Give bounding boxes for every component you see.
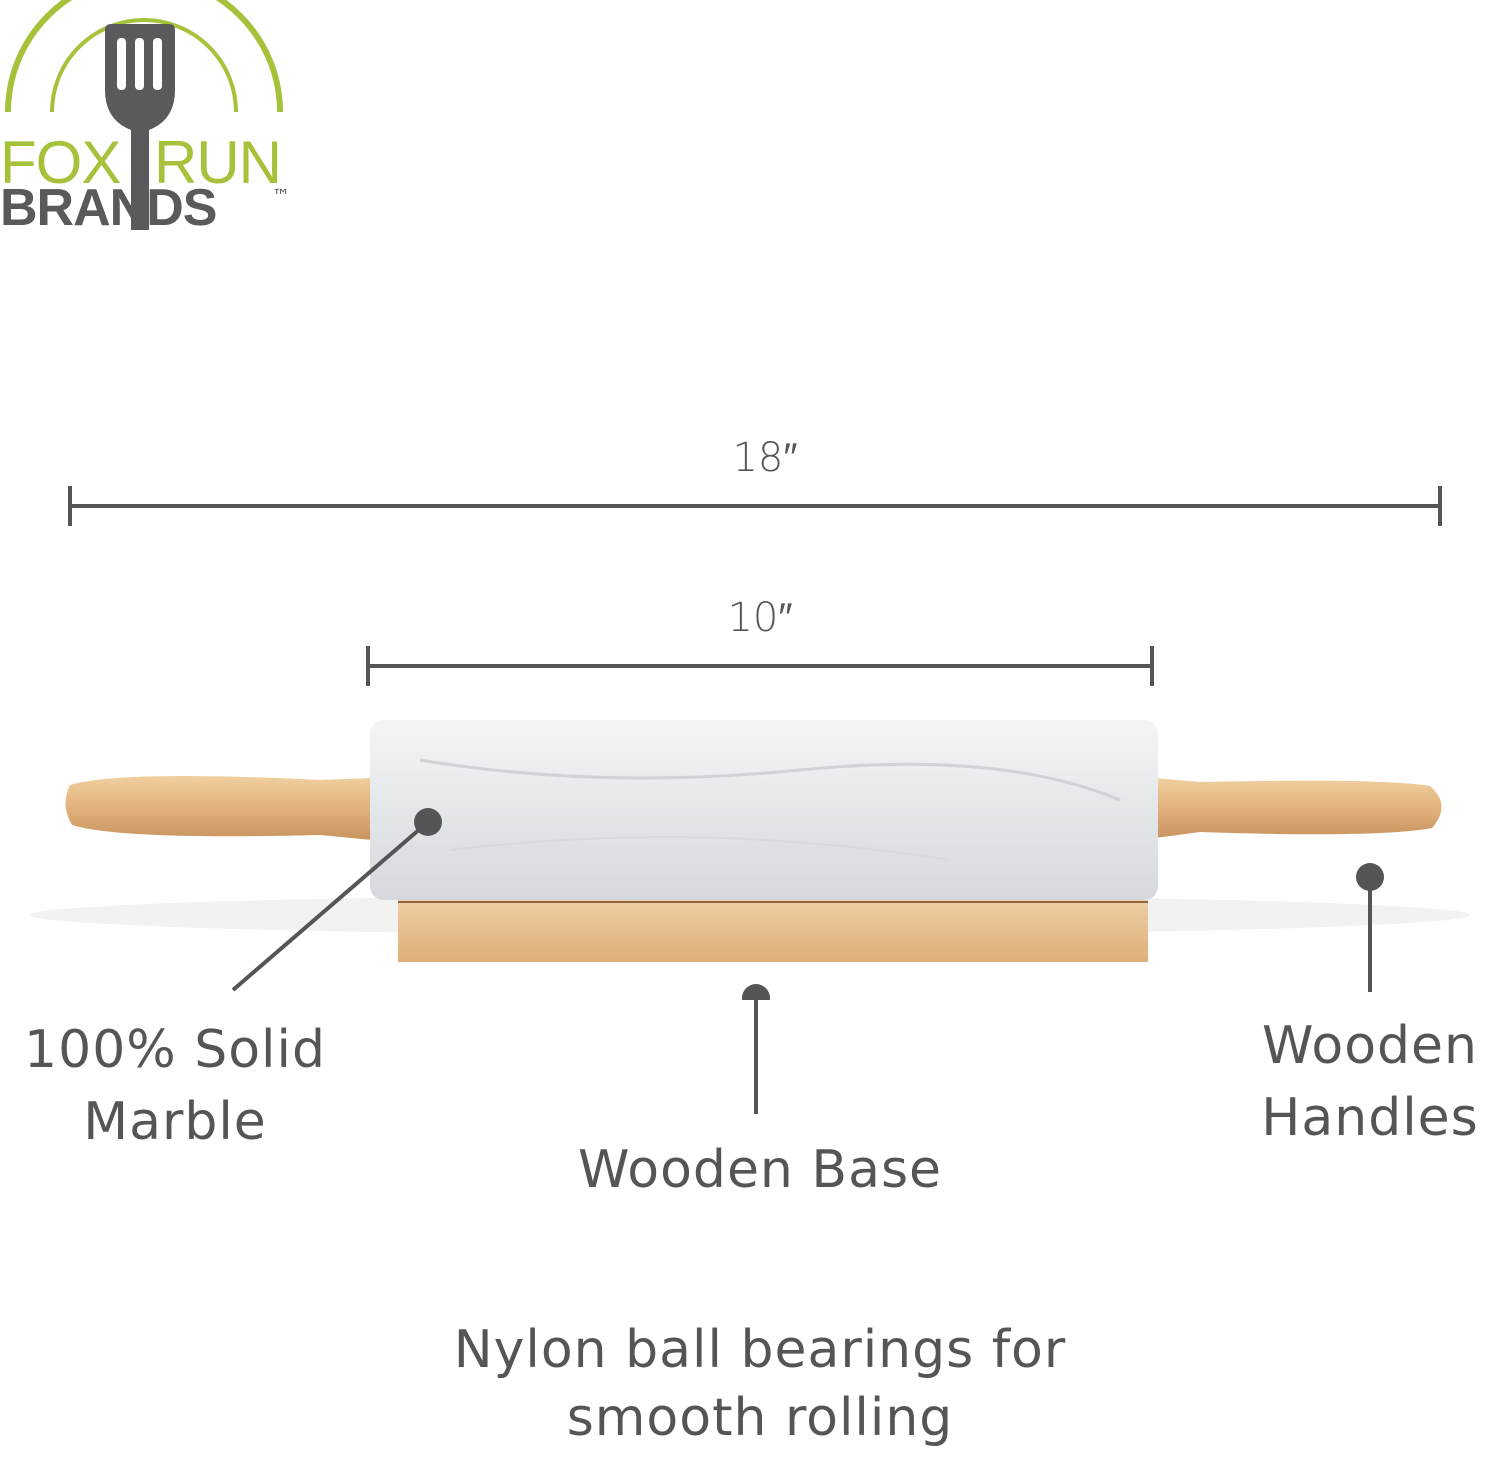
marble-callout-line1: 100% Solid — [24, 1020, 326, 1080]
right-handle — [1155, 778, 1442, 838]
handles-callout: Wooden Handles — [1230, 1010, 1500, 1154]
barrel-length-dimension-line — [366, 646, 1154, 686]
logo-text-run: RUN — [154, 129, 282, 196]
logo-text-brands: BRANDS — [0, 179, 217, 237]
marble-callout-line2: Marble — [83, 1092, 267, 1152]
rolling-pin-illustration — [30, 720, 1470, 1000]
handles-callout-line1: Wooden — [1262, 1016, 1478, 1076]
wooden-base — [398, 900, 1148, 962]
feature-text-line2: smooth rolling — [566, 1388, 954, 1448]
handles-callout-line2: Handles — [1261, 1088, 1479, 1148]
slotted-spatula-icon — [105, 24, 175, 230]
logo-trademark: ™ — [272, 186, 290, 207]
barrel-length-label: 10″ — [727, 595, 793, 641]
feature-text: Nylon ball bearings for smooth rolling — [300, 1316, 1220, 1452]
logo-text-fox: FOX — [0, 129, 121, 196]
brand-logo: FOX RUN BRANDS ™ — [0, 0, 310, 240]
feature-text-line1: Nylon ball bearings for — [453, 1320, 1067, 1380]
overall-length-label: 18″ — [732, 435, 798, 481]
logo-arcs-icon — [5, 0, 283, 113]
left-handle — [65, 776, 373, 840]
marble-callout: 100% Solid Marble — [0, 1014, 350, 1158]
base-callout-line1: Wooden Base — [577, 1140, 943, 1200]
overall-length-dimension-line — [68, 486, 1442, 526]
marble-barrel — [370, 720, 1158, 900]
base-callout: Wooden Base — [520, 1134, 1000, 1206]
base-callout-line — [754, 998, 758, 1114]
